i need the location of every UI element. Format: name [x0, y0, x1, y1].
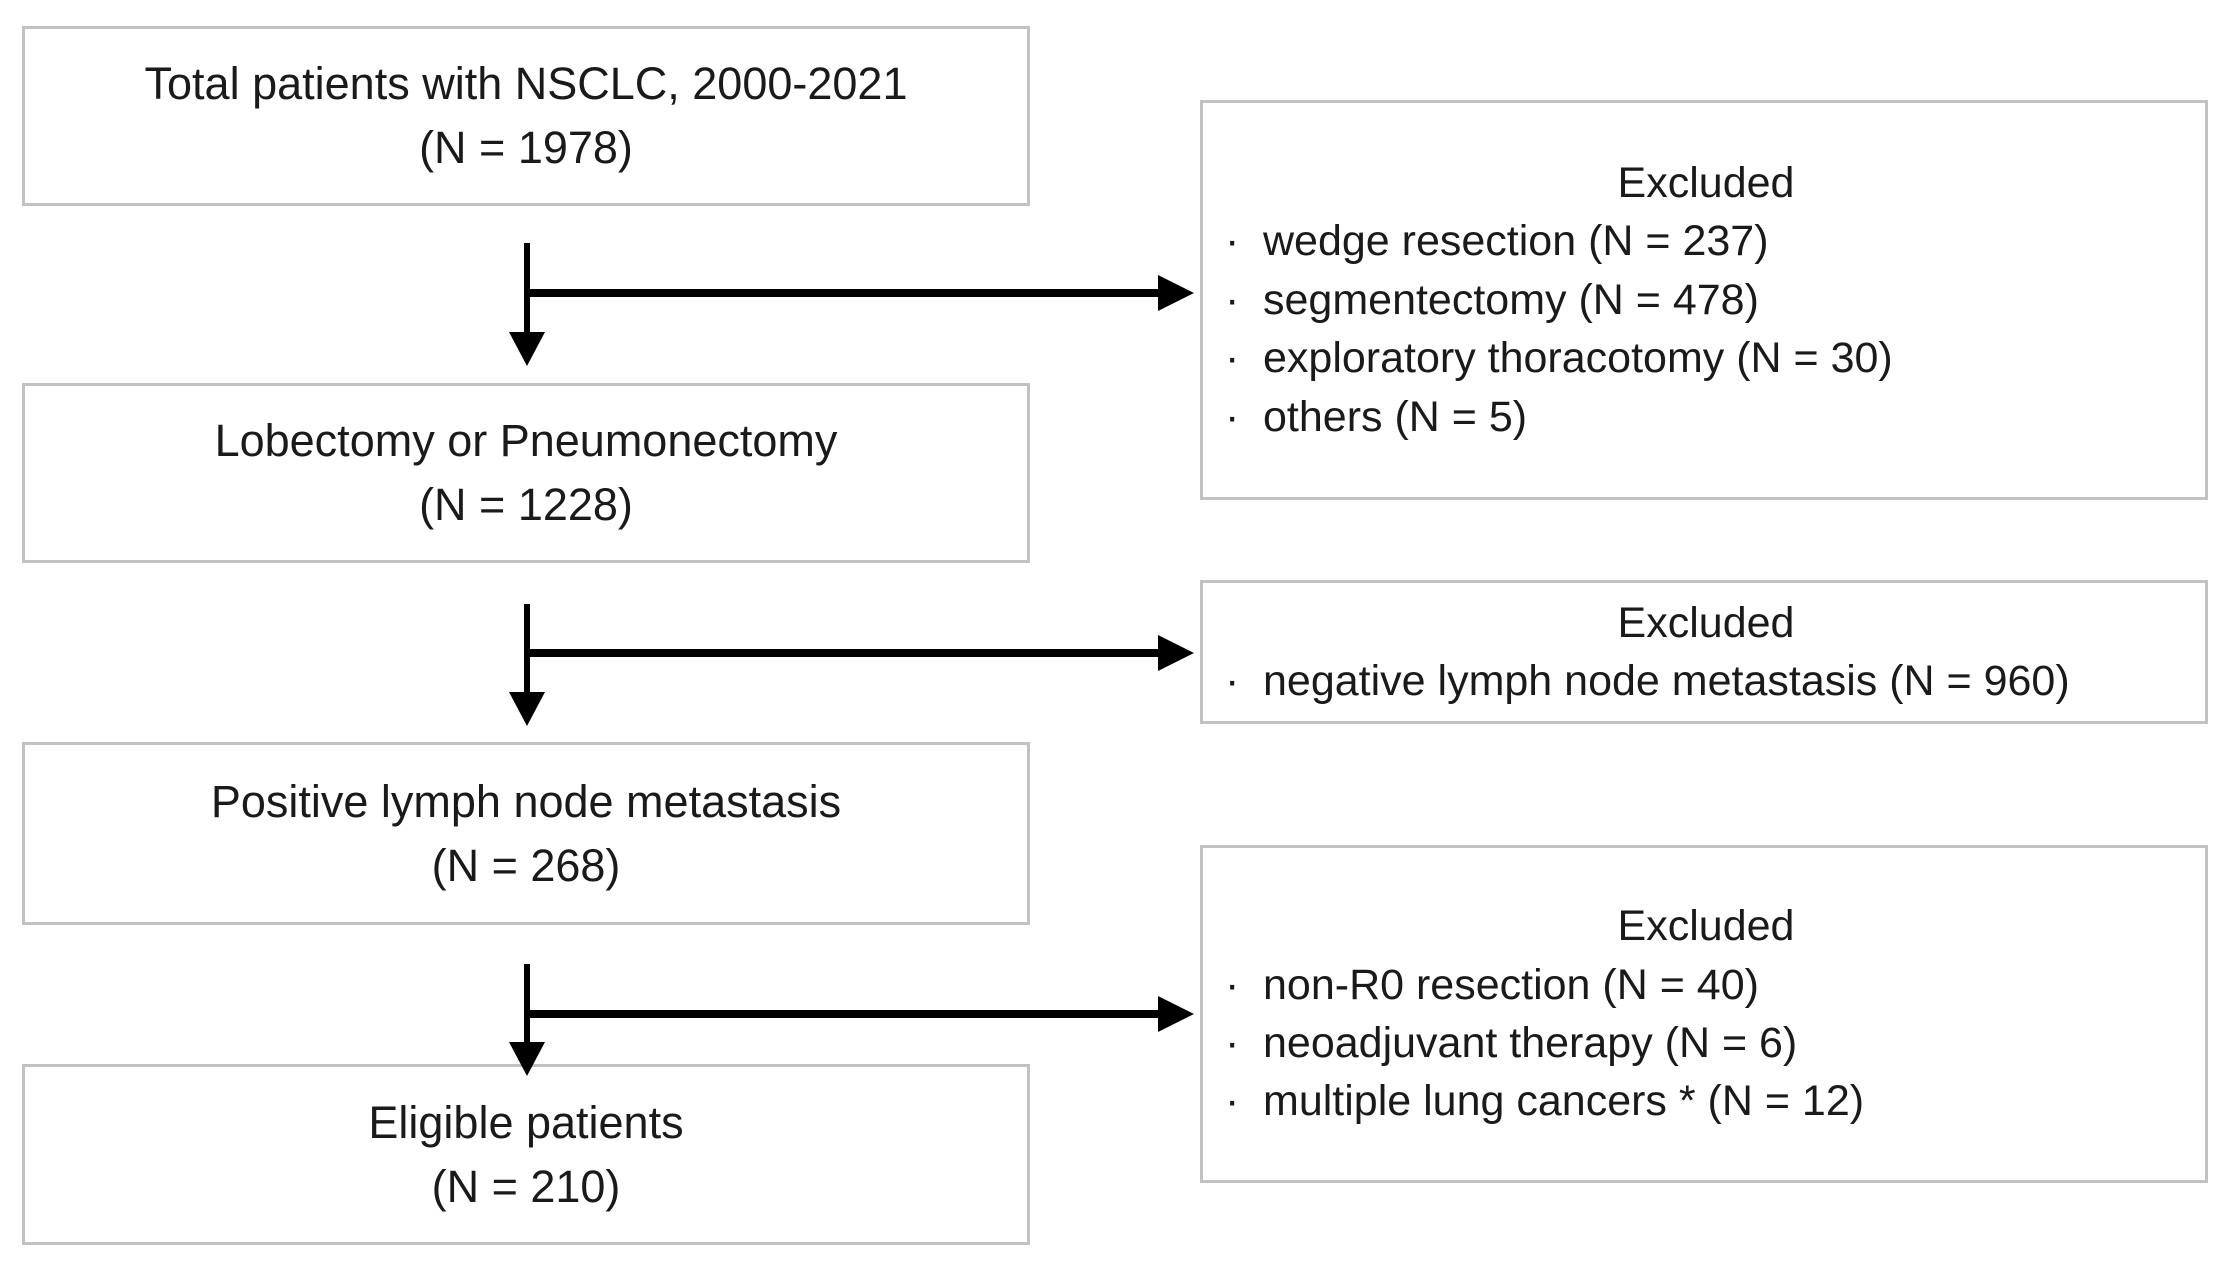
- exclusion-item: · neoadjuvant therapy (N = 6): [1225, 1014, 2187, 1072]
- exclusion-item: · negative lymph node metastasis (N = 96…: [1225, 652, 2187, 710]
- exclusion-item: · segmentectomy (N = 478): [1225, 271, 2187, 329]
- step-count: (N = 268): [431, 839, 621, 891]
- step-label: Eligible patients: [368, 1096, 684, 1148]
- exclusion-title: Excluded: [1617, 902, 1795, 951]
- exclusion-item-text: segmentectomy (N = 478): [1263, 275, 1759, 324]
- right-arrow-icon: [524, 275, 1194, 311]
- exclusion-item-text: wedge resection (N = 237): [1263, 217, 1769, 266]
- down-arrow-icon: [509, 964, 545, 1076]
- exclusion-item: · others (N = 5): [1225, 388, 2187, 446]
- bullet-icon: ·: [1225, 1019, 1240, 1067]
- bullet-icon: ·: [1225, 217, 1240, 266]
- step-label: Positive lymph node metastasis: [210, 775, 842, 827]
- exclusion-item-text: multiple lung cancers * (N = 12): [1263, 1077, 1865, 1126]
- down-arrow-icon: [509, 604, 545, 726]
- step-label: Total patients with NSCLC, 2000-2021: [144, 58, 908, 110]
- exclusion-box-1: Excluded · wedge resection (N = 237) · s…: [1200, 100, 2208, 500]
- exclusion-box-2: Excluded · negative lymph node metastasi…: [1200, 580, 2208, 724]
- exclusion-item-text: negative lymph node metastasis (N = 960): [1263, 657, 2070, 705]
- exclusion-item-text: others (N = 5): [1263, 392, 1528, 441]
- step-count: (N = 210): [431, 1160, 621, 1212]
- step-box-positive-lymph-node: Positive lymph node metastasis (N = 268): [22, 742, 1030, 925]
- step-count: (N = 1978): [419, 122, 633, 173]
- right-arrow-icon: [524, 635, 1194, 671]
- step-box-lobectomy-pneumonectomy: Lobectomy or Pneumonectomy (N = 1228): [22, 383, 1030, 563]
- right-arrow-icon: [524, 996, 1194, 1032]
- exclusion-title: Excluded: [1617, 598, 1795, 647]
- bullet-icon: ·: [1225, 275, 1240, 324]
- exclusion-item: · multiple lung cancers * (N = 12): [1225, 1072, 2187, 1130]
- exclusion-box-3: Excluded · non-R0 resection (N = 40) · n…: [1200, 845, 2208, 1183]
- step-count: (N = 1228): [419, 479, 633, 530]
- bullet-icon: ·: [1225, 1077, 1240, 1126]
- step-box-total-patients: Total patients with NSCLC, 2000-2021 (N …: [22, 26, 1030, 206]
- bullet-icon: ·: [1225, 657, 1240, 705]
- exclusion-item: · non-R0 resection (N = 40): [1225, 956, 2187, 1014]
- exclusion-item-text: exploratory thoracotomy (N = 30): [1263, 334, 1893, 383]
- exclusion-item-text: neoadjuvant therapy (N = 6): [1263, 1019, 1798, 1067]
- exclusion-item: · wedge resection (N = 237): [1225, 212, 2187, 270]
- bullet-icon: ·: [1225, 334, 1240, 383]
- bullet-icon: ·: [1225, 392, 1240, 441]
- exclusion-item-text: non-R0 resection (N = 40): [1263, 960, 1759, 1009]
- down-arrow-icon: [509, 243, 545, 366]
- bullet-icon: ·: [1225, 960, 1240, 1009]
- step-box-eligible-patients: Eligible patients (N = 210): [22, 1064, 1030, 1245]
- exclusion-title: Excluded: [1617, 158, 1795, 207]
- step-label: Lobectomy or Pneumonectomy: [214, 415, 838, 467]
- exclusion-item: · exploratory thoracotomy (N = 30): [1225, 329, 2187, 387]
